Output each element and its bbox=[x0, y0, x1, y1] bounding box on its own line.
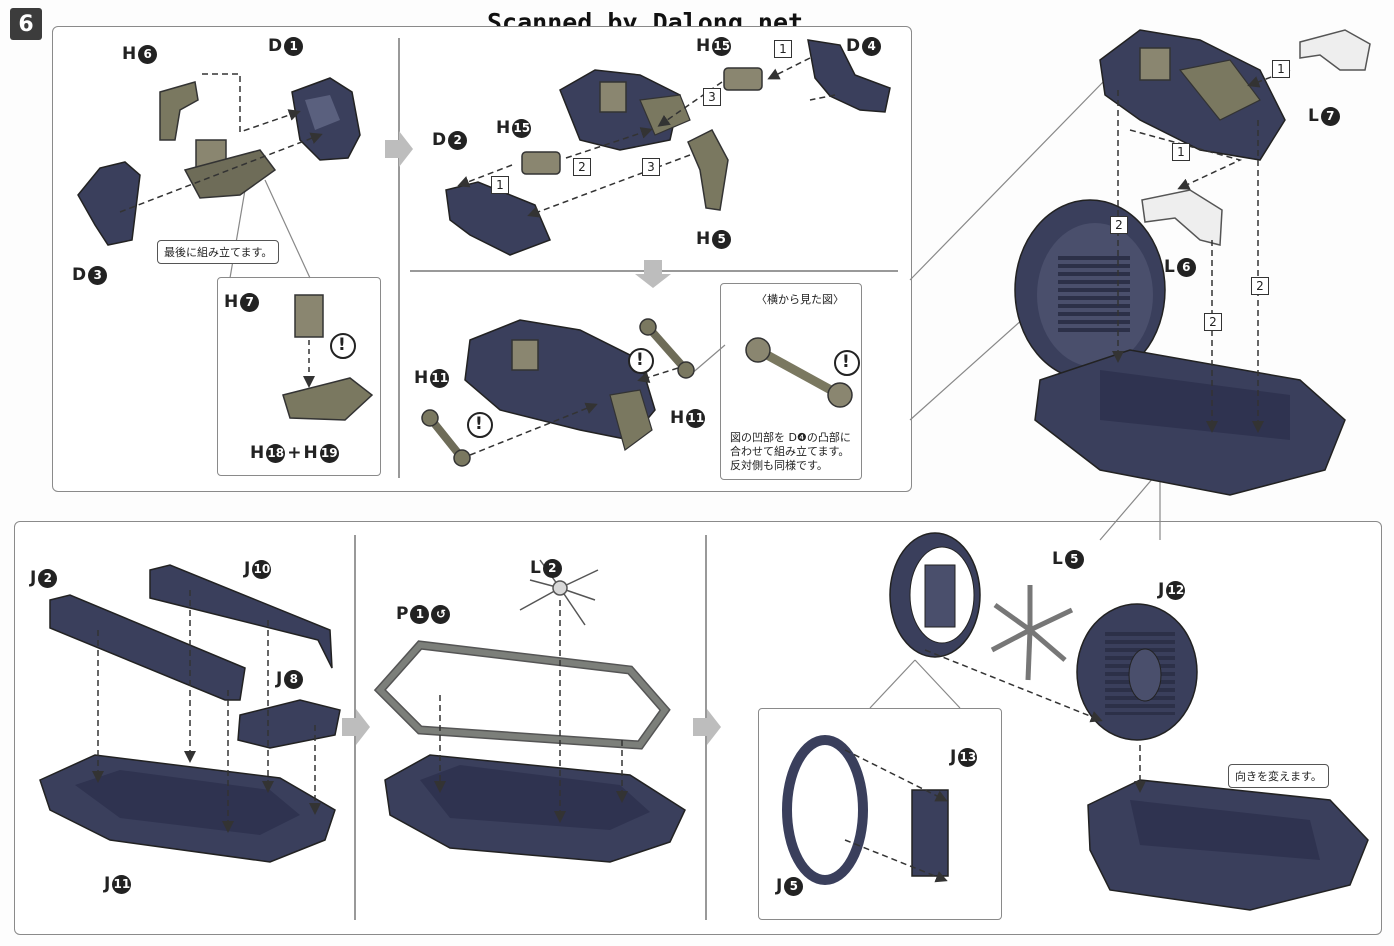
step-order-1: 1 bbox=[1272, 60, 1290, 78]
flow-arrow-right-1 bbox=[385, 131, 413, 167]
part-h6-drawing bbox=[159, 81, 199, 141]
step-order-1: 1 bbox=[1172, 143, 1190, 161]
part-j8-drawing bbox=[237, 699, 341, 749]
part-l6-drawing bbox=[1141, 189, 1223, 246]
part-d1-drawing bbox=[291, 77, 361, 161]
step-order-2: 2 bbox=[573, 158, 591, 176]
caution-icon: ! bbox=[636, 350, 644, 370]
part-h15b-drawing bbox=[521, 151, 561, 175]
part-h11a-drawing bbox=[421, 409, 471, 467]
hovercraft-hull-top-drawing bbox=[1014, 199, 1346, 496]
caution-icon: ! bbox=[475, 414, 483, 434]
part-l5-drawing bbox=[990, 585, 1074, 681]
upper-vertical-divider bbox=[398, 38, 400, 478]
note-assemble-last: 最後に組み立てます。 bbox=[157, 240, 280, 264]
caution-icon: ! bbox=[842, 352, 850, 372]
arm-assembled-drawing bbox=[464, 319, 656, 452]
part-j2-drawing bbox=[49, 594, 246, 701]
side-view-box bbox=[720, 283, 862, 480]
detail-ring-drawing bbox=[782, 735, 949, 885]
mech-arm-top-right-drawing bbox=[1099, 29, 1286, 161]
note-side-view-title: 〈横から見た図〉 bbox=[756, 293, 844, 306]
flow-arrow-right-3 bbox=[693, 709, 721, 745]
step-order-2: 2 bbox=[1251, 277, 1269, 295]
part-h11b-drawing bbox=[639, 318, 695, 379]
side-view-link-drawing bbox=[745, 337, 853, 408]
part-l7-drawing bbox=[1299, 29, 1371, 71]
step-order-1: 1 bbox=[491, 176, 509, 194]
part-d4-drawing bbox=[807, 39, 891, 113]
step-order-1: 1 bbox=[774, 40, 792, 58]
part-h15a-drawing bbox=[723, 67, 763, 91]
part-d3-drawing bbox=[77, 161, 141, 246]
step-order-2: 2 bbox=[1110, 216, 1128, 234]
caution-icon: ! bbox=[338, 335, 346, 355]
ring-housing-drawing bbox=[889, 532, 981, 658]
note-change-direction: 向きを変えます。 bbox=[1228, 764, 1329, 788]
flow-arrow-right-2 bbox=[342, 709, 370, 745]
detail-h7-drawing bbox=[282, 294, 374, 421]
part-d2-drawing bbox=[445, 181, 551, 256]
step-number-badge: 6 bbox=[10, 8, 42, 40]
note-recess-line-2: 合わせて組み立てます。 bbox=[730, 445, 850, 458]
caution-marks bbox=[330, 333, 860, 438]
note-recess-line-1: 図の凹部を D❹の凸部に bbox=[730, 431, 851, 444]
step-order-3: 3 bbox=[642, 158, 660, 176]
part-h5-drawing bbox=[687, 129, 729, 211]
hull-base-right-drawing bbox=[1087, 779, 1369, 911]
flow-arrow-down bbox=[635, 260, 671, 288]
flow-arrows bbox=[342, 131, 721, 745]
part-j12-drawing bbox=[1076, 603, 1198, 741]
note-recess-line-3: 反対側も同様です。 bbox=[730, 459, 828, 472]
hinge-assembly-drawing bbox=[183, 139, 277, 199]
part-j11-drawing bbox=[39, 754, 336, 863]
hull-base-middle-drawing bbox=[384, 754, 686, 863]
step-order-2: 2 bbox=[1204, 313, 1222, 331]
step-order-3: 3 bbox=[703, 88, 721, 106]
part-j10-drawing bbox=[149, 564, 333, 669]
part-p1-drawing bbox=[373, 640, 671, 750]
